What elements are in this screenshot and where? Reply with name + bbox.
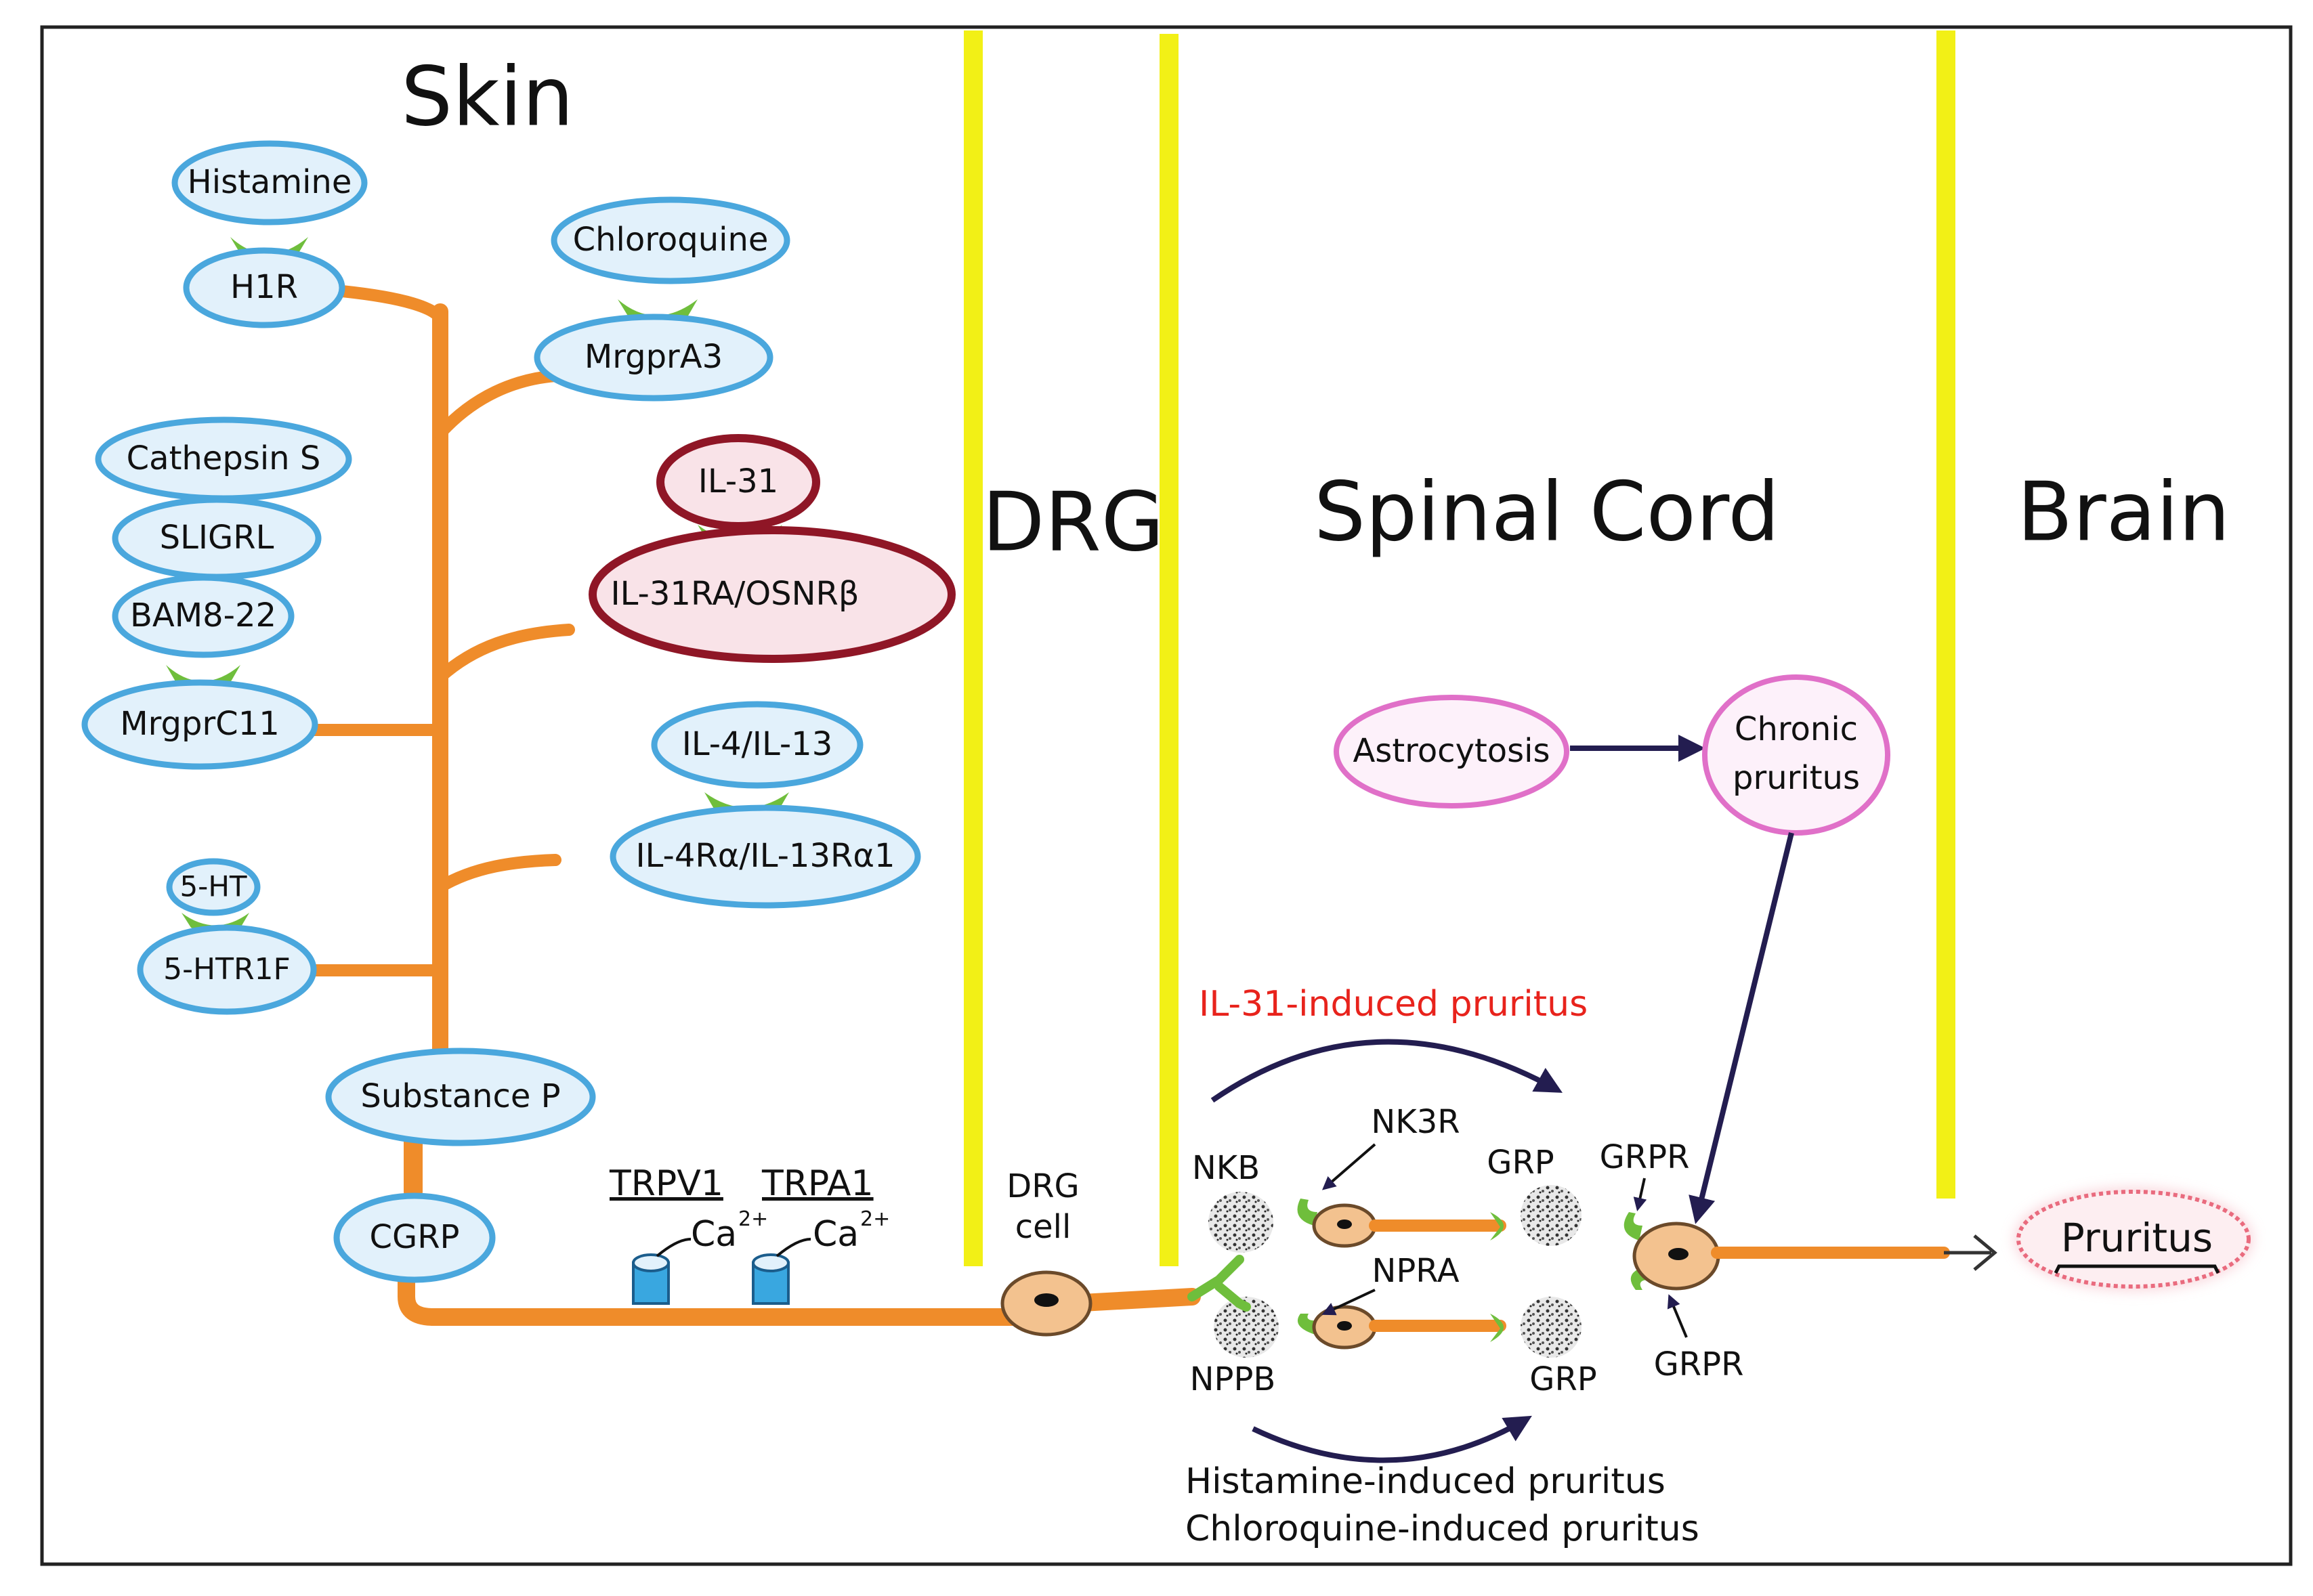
- grpr-bottom-pointer: [1667, 1294, 1688, 1338]
- spinal-to-brain-arrow: [1944, 1234, 1997, 1271]
- mrgpra3-bubble: [534, 314, 773, 402]
- drg-cell-label-line2: cell: [1015, 1208, 1071, 1246]
- il31-induced-arrow: [1210, 1039, 1563, 1103]
- histamine-bubble: [171, 140, 368, 225]
- il31-label: IL-31: [698, 462, 778, 500]
- trpa1-channel: [752, 1238, 811, 1305]
- chronic-pruritus-bubble: [1702, 674, 1890, 836]
- chloroquine-label: Chloroquine: [573, 221, 769, 259]
- chronic-pruritus-label-line2: pruritus: [1733, 759, 1860, 797]
- grpr-top-label: GRPR: [1600, 1138, 1690, 1176]
- il4ra-label: IL-4Rα/IL-13Rα1: [635, 837, 895, 875]
- nkb-vesicle: [1208, 1192, 1273, 1253]
- grpr-bottom-label: GRPR: [1654, 1345, 1744, 1383]
- trpv1-ca-label: Ca: [691, 1214, 737, 1255]
- chronic-pruritus-label-line1: Chronic: [1735, 710, 1858, 748]
- 5-ht-bubble: [166, 858, 261, 916]
- grp-bottom-vesicle: [1521, 1297, 1582, 1358]
- nppb-vesicle: [1214, 1297, 1279, 1358]
- cathepsin-s-label: Cathepsin S: [127, 439, 321, 477]
- grp-bottom-label: GRP: [1529, 1360, 1597, 1398]
- drg-cell-nucleus: [1034, 1293, 1059, 1307]
- nkb-label: NKB: [1192, 1149, 1260, 1187]
- nk3r-label: NK3R: [1371, 1103, 1460, 1141]
- cgrp-label: CGRP: [369, 1218, 459, 1256]
- nk3r-pointer: [1321, 1143, 1376, 1190]
- il4-il13-bubble: [651, 701, 864, 789]
- trpa1-label: TRPA1: [761, 1163, 874, 1204]
- substance-p-label: Substance P: [360, 1077, 560, 1115]
- region-title-brain: Brain: [2017, 466, 2230, 560]
- trpv1-channel: [632, 1238, 692, 1305]
- grpr-top-pointer: [1633, 1178, 1647, 1211]
- bam8-22-bubble: [112, 574, 295, 658]
- nk3r-interneuron: [1297, 1199, 1506, 1248]
- nppb-label: NPPB: [1190, 1360, 1276, 1398]
- trpv1-label: TRPV1: [609, 1163, 723, 1204]
- cgrp-bubble: [333, 1192, 496, 1283]
- pruritus-underline: [2054, 1264, 2220, 1274]
- region-title-spinal-cord: Spinal Cord: [1314, 466, 1779, 560]
- grp-top-vesicle: [1521, 1185, 1582, 1246]
- grp-top-label: GRP: [1487, 1144, 1554, 1182]
- bam8-22-label: BAM8-22: [130, 597, 276, 634]
- substance-p-bubble: [325, 1048, 596, 1146]
- mrgpra3-label: MrgprA3: [585, 338, 723, 376]
- drg-terminal-fork: [1187, 1255, 1251, 1312]
- mrgprc11-label: MrgprC11: [120, 705, 280, 743]
- npra-label: NPRA: [1372, 1252, 1459, 1290]
- region-title-skin: Skin: [401, 51, 574, 145]
- trpa1-ca-charge: 2+: [860, 1207, 890, 1231]
- h1r-bubble: [183, 247, 345, 328]
- npra-pointer: [1321, 1289, 1376, 1316]
- astrocytosis-bubble: [1334, 695, 1569, 808]
- sligrl-label: SLIGRL: [160, 519, 274, 557]
- il31-induced-pruritus-label: IL-31-induced pruritus: [1199, 984, 1588, 1025]
- pruritus-label: Pruritus: [2061, 1215, 2213, 1261]
- histamine-induced-label: Histamine-induced pruritus: [1185, 1461, 1665, 1502]
- il31ra-label: IL-31RA/OSNRβ: [610, 575, 859, 613]
- chloroquine-bubble: [551, 196, 790, 284]
- il31ra-bubble: [589, 526, 956, 663]
- astrocytosis-label: Astrocytosis: [1353, 732, 1550, 770]
- npra-interneuron: [1297, 1305, 1506, 1350]
- il4-il13-label: IL-4/IL-13: [682, 725, 833, 763]
- trpv1-ca-charge: 2+: [738, 1207, 768, 1231]
- il4ra-bubble: [610, 804, 921, 909]
- grpr-projection-neuron: [1624, 1212, 1950, 1291]
- h1r-label: H1R: [230, 268, 298, 306]
- pruritus-glow-ring: [2016, 1190, 2251, 1289]
- histamine-label: Histamine: [188, 163, 352, 201]
- mrgprc11-bubble: [81, 679, 318, 770]
- il31-bubble: [656, 434, 820, 530]
- chloroquine-induced-label: Chloroquine-induced pruritus: [1185, 1509, 1699, 1549]
- trpa1-ca-label: Ca: [813, 1214, 859, 1255]
- chronic-to-grpr-arrow: [1689, 832, 1794, 1224]
- drg-cell-label-line1: DRG: [1006, 1167, 1080, 1205]
- 5-htr1f-label: 5-HTR1F: [163, 952, 291, 987]
- region-title-drg: DRG: [982, 476, 1164, 570]
- histamine-induced-arrow: [1252, 1415, 1532, 1463]
- 5-ht-label: 5-HT: [179, 870, 247, 903]
- 5-htr1f-bubble: [137, 924, 317, 1015]
